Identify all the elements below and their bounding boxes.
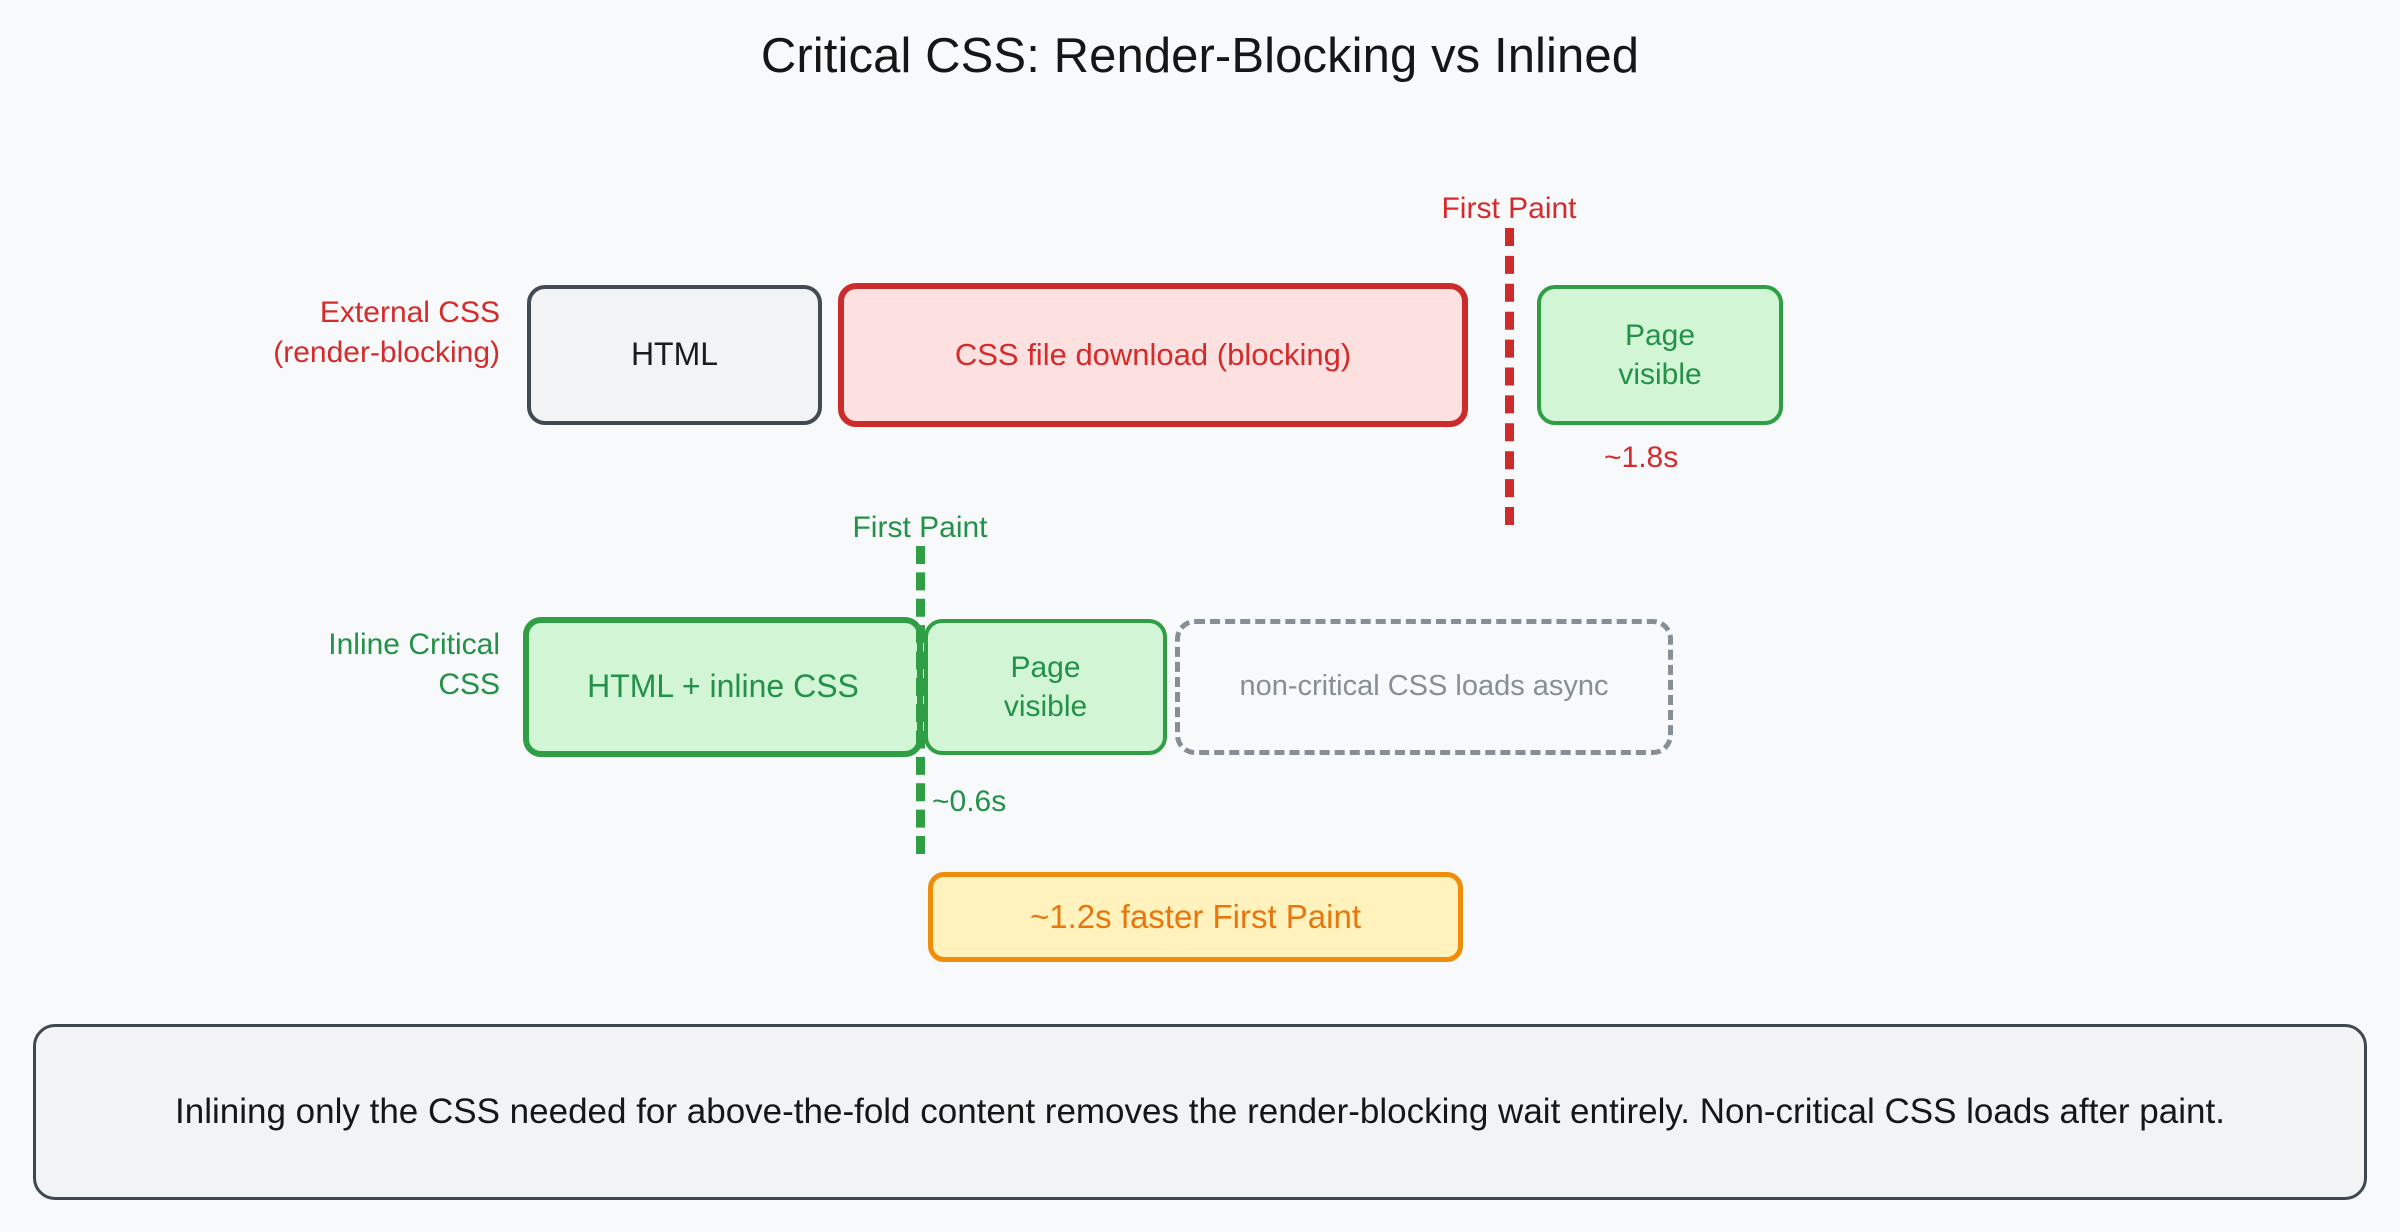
timeline-segment-noncritical-async[interactable]: non-critical CSS loads async	[1175, 619, 1673, 755]
first-paint-label-row2: First Paint	[852, 511, 988, 544]
first-paint-label-row1: First Paint	[1441, 192, 1577, 225]
row-label-line1: External CSS	[319, 296, 500, 329]
timeline-segment-css-download[interactable]: CSS file download (blocking)	[838, 283, 1468, 427]
page-title: Critical CSS: Render-Blocking vs Inlined	[760, 29, 1640, 83]
row-label-line1: Inline Critical	[328, 628, 500, 661]
row-label-inline-critical-css: Inline Critical CSS	[160, 625, 500, 704]
timeline-segment-html[interactable]: HTML	[527, 285, 822, 425]
savings-badge[interactable]: ~1.2s faster First Paint	[928, 872, 1463, 962]
timeline-segment-page-visible-row1[interactable]: Page visible	[1537, 285, 1783, 425]
first-paint-timing-row1: ~1.8s	[1604, 441, 1679, 474]
footer-note: Inlining only the CSS needed for above-t…	[33, 1024, 2367, 1200]
first-paint-marker-row1	[1505, 228, 1514, 525]
row-label-line2: CSS	[438, 667, 500, 701]
first-paint-timing-row2: ~0.6s	[932, 785, 1007, 818]
timeline-segment-html-inline-css[interactable]: HTML + inline CSS	[523, 617, 923, 757]
timeline-segment-page-visible-row2[interactable]: Page visible	[924, 619, 1167, 755]
first-paint-marker-row2	[916, 546, 925, 854]
row-label-external-css: External CSS (render-blocking)	[160, 293, 500, 372]
row-label-line2: (render-blocking)	[273, 335, 500, 369]
